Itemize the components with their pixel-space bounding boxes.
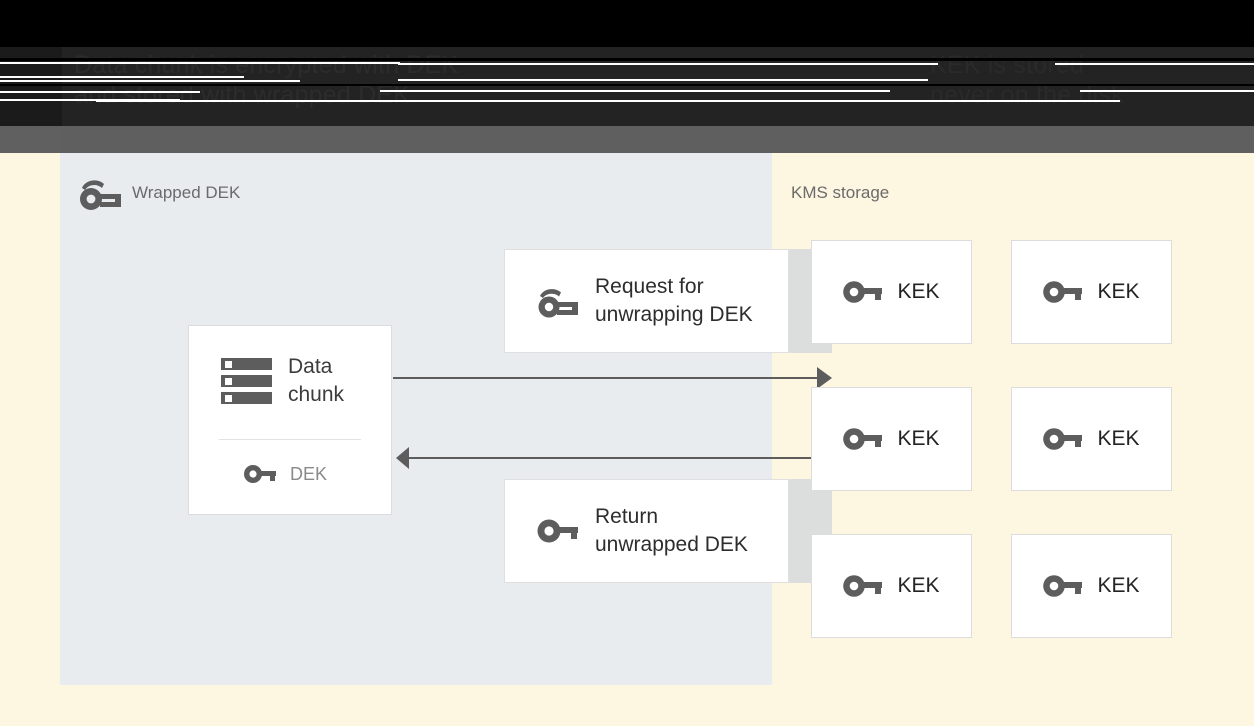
- glitch-scanline: [0, 99, 180, 101]
- kek-grid: KEK KEK KEK: [811, 240, 1172, 638]
- kek-label: KEK: [897, 574, 940, 597]
- panel-title-kms-storage: KMS storage: [791, 183, 890, 202]
- secondary-band: [0, 126, 1254, 153]
- glitch-scanline: [0, 91, 200, 93]
- data-chunk-card[interactable]: Data chunk DEK: [188, 325, 392, 515]
- key-icon: [1043, 279, 1083, 305]
- card-divider: [219, 439, 361, 440]
- top-banner: Data chunk is encrypted with DEK and sto…: [0, 0, 1254, 126]
- request-arrow-line: [393, 377, 825, 379]
- return-unwrapped-card[interactable]: Return unwrapped DEK: [504, 479, 789, 583]
- key-icon: [244, 463, 276, 485]
- glitch-scanline: [398, 63, 938, 65]
- kek-card[interactable]: KEK: [811, 387, 972, 491]
- panel-title-wrapped-dek: Wrapped DEK: [132, 183, 241, 202]
- glitch-scanline-dark: [0, 84, 1254, 86]
- kek-label: KEK: [897, 427, 940, 450]
- dek-label: DEK: [290, 463, 328, 484]
- kek-label: KEK: [1097, 280, 1140, 303]
- data-chunk-row: Data chunk: [219, 353, 344, 409]
- wrapped-dek-panel: Wrapped DEK Data chunk: [60, 153, 832, 685]
- kek-card[interactable]: KEK: [1011, 387, 1172, 491]
- kek-label: KEK: [1097, 574, 1140, 597]
- return-unwrapped-label: Return unwrapped DEK: [595, 505, 748, 556]
- key-icon: [843, 573, 883, 599]
- key-icon: [843, 279, 883, 305]
- glitch-scanline: [1055, 63, 1254, 65]
- request-arrow-head: [817, 367, 832, 389]
- glitch-scanline: [0, 76, 244, 78]
- glitch-scanline: [96, 100, 1120, 102]
- key-icon: [1043, 426, 1083, 452]
- glitch-scanline-dark: [0, 58, 1254, 61]
- return-arrow-line: [405, 457, 832, 459]
- wrapped-key-icon: [78, 176, 122, 210]
- dek-row: DEK: [244, 463, 327, 485]
- key-icon: [537, 517, 579, 545]
- request-unwrap-card[interactable]: Request for unwrapping DEK: [504, 249, 789, 353]
- glitch-scanline: [0, 62, 400, 64]
- request-unwrap-label: Request for unwrapping DEK: [595, 275, 753, 326]
- kek-card[interactable]: KEK: [811, 240, 972, 344]
- data-chunk-label: Data chunk: [288, 355, 345, 406]
- glitch-scanline: [398, 79, 928, 81]
- glitch-scanline: [0, 80, 300, 82]
- kek-label: KEK: [1097, 427, 1140, 450]
- key-icon: [1043, 573, 1083, 599]
- return-arrow-head: [396, 447, 409, 469]
- diagram-canvas: Wrapped DEK Data chunk: [0, 153, 1254, 726]
- storage-chunk-icon: [219, 356, 274, 406]
- glitch-scanline: [380, 90, 890, 92]
- kek-card[interactable]: KEK: [811, 534, 972, 638]
- wrapped-key-icon: [537, 285, 579, 318]
- secondary-band-notch: [0, 126, 62, 153]
- glitch-scanline: [1080, 90, 1254, 92]
- kek-card[interactable]: KEK: [1011, 534, 1172, 638]
- kek-label: KEK: [897, 280, 940, 303]
- key-icon: [843, 426, 883, 452]
- kek-card[interactable]: KEK: [1011, 240, 1172, 344]
